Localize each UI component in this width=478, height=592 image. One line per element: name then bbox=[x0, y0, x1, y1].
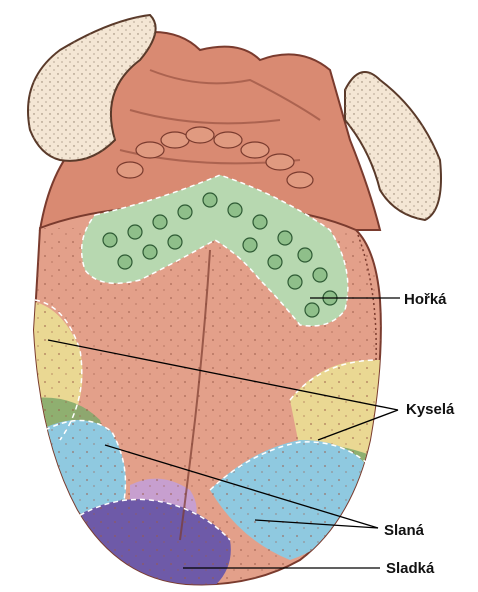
label-sour: Kyselá bbox=[406, 401, 454, 418]
label-salty: Slaná bbox=[384, 522, 424, 539]
label-bitter: Hořká bbox=[404, 291, 447, 308]
label-sweet: Sladká bbox=[386, 560, 434, 577]
